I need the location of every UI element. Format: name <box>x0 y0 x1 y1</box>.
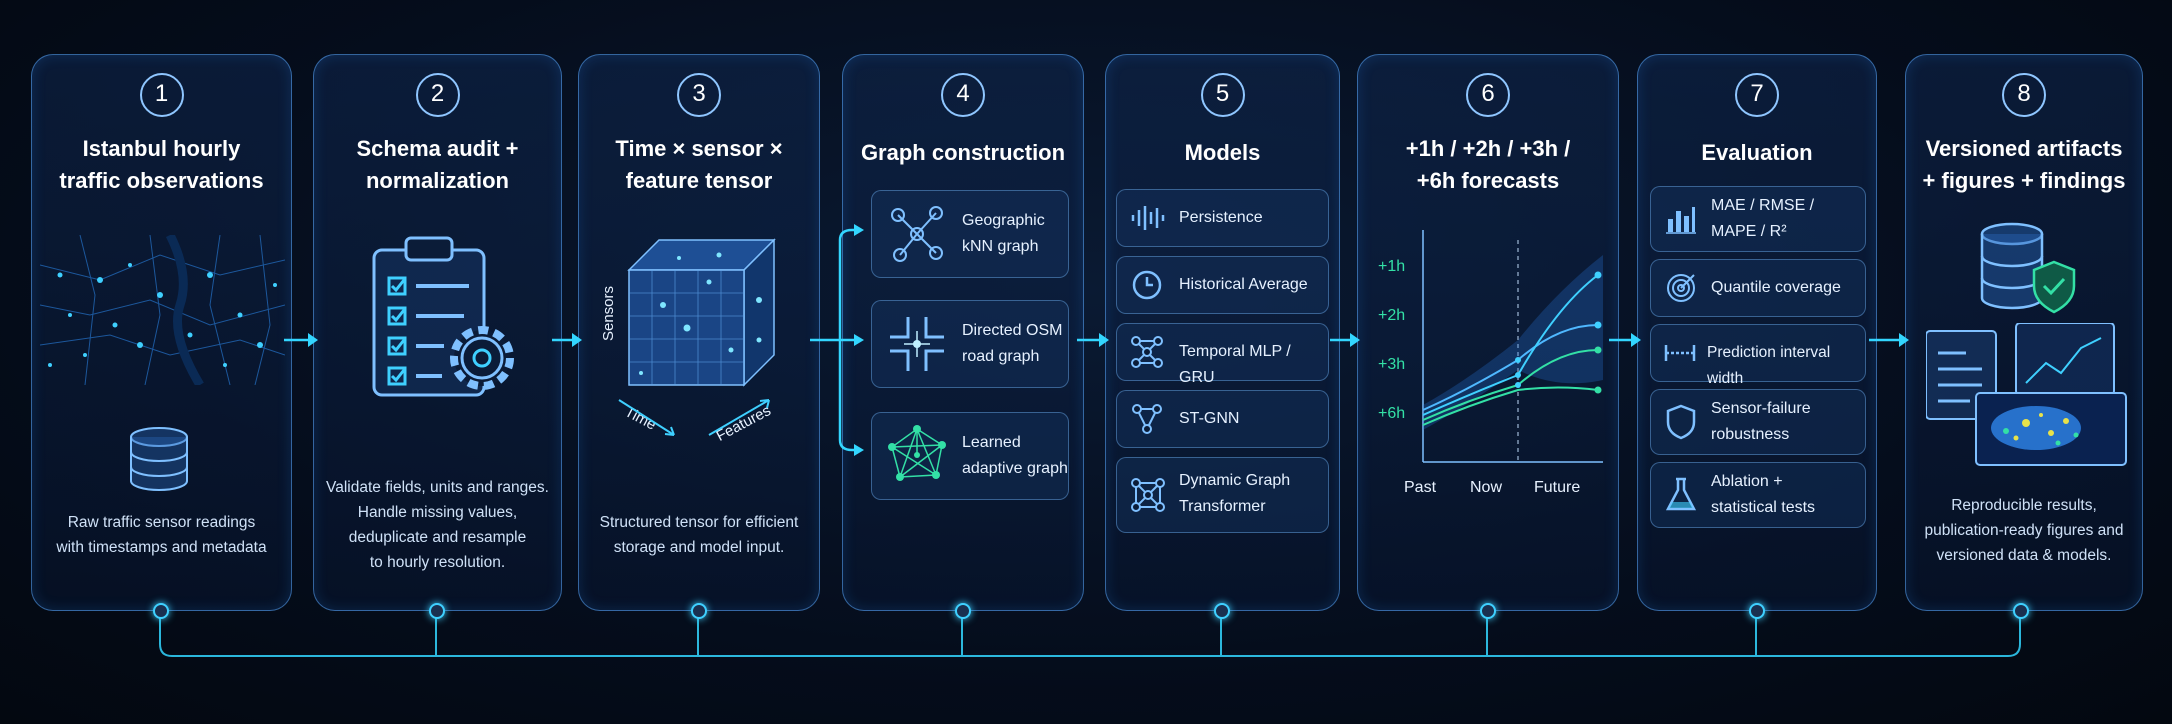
step-panel-8: 8 Versioned artifacts+ figures + finding… <box>1905 54 2143 611</box>
flow-arrow-2-3 <box>552 333 582 347</box>
connector-node <box>153 603 169 619</box>
step-number: 5 <box>1200 73 1245 117</box>
horizon-label: +3h <box>1378 356 1406 373</box>
metric-label: MAE / RMSE /MAPE / R² <box>1711 197 1815 240</box>
tensor-cube-icon <box>627 238 776 387</box>
metric-label: Prediction interval width <box>1707 344 1831 387</box>
step-number: 6 <box>1466 73 1510 117</box>
database-shield-icon <box>1980 222 2076 314</box>
step-panel-6: 6 +1h / +2h / +3h /+6h forecasts +1h +2h… <box>1357 54 1619 611</box>
metric-quantile-coverage: Quantile coverage <box>1650 259 1866 317</box>
connector-node <box>691 603 707 619</box>
step-number: 3 <box>677 73 721 117</box>
shield-icon <box>1666 404 1696 440</box>
step-number: 8 <box>2002 73 2046 117</box>
step-description: Validate fields, units and ranges.Handle… <box>326 479 549 571</box>
metric-label: Ablation +statistical tests <box>1711 473 1816 516</box>
model-label: Historical Average <box>1179 276 1308 293</box>
step-number: 1 <box>139 73 184 117</box>
connector-node <box>2013 603 2029 619</box>
road-graph-icon <box>890 317 944 371</box>
bottom-connector-bus <box>159 610 2021 657</box>
model-temporal-mlp-gru: Temporal MLP / GRU <box>1116 323 1329 386</box>
bar-chart-icon <box>1666 207 1696 234</box>
metric-ablation: Ablation +statistical tests <box>1650 462 1866 528</box>
flow-arrow-1-2 <box>284 333 318 347</box>
clock-icon <box>1132 270 1162 300</box>
flow-arrow-7-8 <box>1869 333 1909 347</box>
database-icon <box>130 427 188 491</box>
model-label: Temporal MLP / GRU <box>1179 343 1291 386</box>
interval-icon <box>1664 345 1696 361</box>
transformer-icon <box>1131 478 1165 512</box>
step-number: 2 <box>415 73 460 117</box>
step-title: Versioned artifacts+ figures + findings <box>1922 136 2126 193</box>
connector-node <box>955 603 971 619</box>
knn-graph-icon <box>891 206 943 262</box>
model-st-gnn: ST-GNN <box>1116 390 1329 448</box>
connector-node <box>1749 603 1765 619</box>
horizon-label: +1h <box>1378 258 1406 275</box>
x-label-past: Past <box>1404 479 1437 496</box>
model-label: ST-GNN <box>1179 410 1240 427</box>
connector-node <box>1480 603 1496 619</box>
model-label: Persistence <box>1179 209 1263 226</box>
connector-node <box>1214 603 1230 619</box>
metric-label: Quantile coverage <box>1711 279 1841 296</box>
step-title: Models <box>1184 140 1261 165</box>
step-description: Reproducible results,publication-ready f… <box>1924 497 2124 564</box>
step-number: 4 <box>941 73 985 117</box>
forecast-fan-chart-icon <box>1422 230 1603 463</box>
step-title: +1h / +2h / +3h /+6h forecasts <box>1405 136 1571 193</box>
gnn-icon <box>1132 404 1162 434</box>
step-panel-5: 5 Models Persistence Historical Average <box>1105 54 1340 611</box>
flow-arrow-5-6 <box>1330 333 1360 347</box>
step-number: 7 <box>1735 73 1779 117</box>
target-icon <box>1667 274 1695 302</box>
sensors-axis-label: Sensors <box>600 285 618 342</box>
step-title: Graph construction <box>860 140 1066 165</box>
checklist-gear-icon <box>372 236 514 397</box>
flow-arrow-6-7 <box>1609 333 1641 347</box>
metric-error: MAE / RMSE /MAPE / R² <box>1650 186 1866 252</box>
horizon-label: +2h <box>1378 307 1406 324</box>
tensor-axes-arrows <box>618 399 770 436</box>
step-panel-7: 7 Evaluation MAE / RMSE /MAPE / R² Quant… <box>1637 54 1877 611</box>
step-title: Schema audit +normalization <box>356 136 519 193</box>
x-label-future: Future <box>1534 479 1581 496</box>
step-title: Evaluation <box>1701 140 1813 165</box>
x-label-now: Now <box>1470 479 1503 496</box>
step-panel-3: 3 Time × sensor ×feature tensor Sensors … <box>578 54 820 611</box>
network-icon <box>1131 336 1163 368</box>
flask-icon <box>1665 477 1697 511</box>
horizon-label: +6h <box>1378 405 1406 422</box>
city-map-icon <box>40 235 285 385</box>
model-persistence: Persistence <box>1116 189 1329 247</box>
connector-node <box>429 603 445 619</box>
flow-arrow-4-5 <box>1077 333 1109 347</box>
metric-interval-width: Prediction interval width <box>1650 324 1866 387</box>
model-historical-average: Historical Average <box>1116 256 1329 314</box>
reports-figures-icon <box>1926 323 2127 466</box>
step-title: Time × sensor ×feature tensor <box>615 136 783 193</box>
waveform-icon <box>1131 206 1165 230</box>
flow-arrow-3-4 <box>810 224 864 456</box>
adaptive-graph-icon <box>888 425 946 481</box>
step-panel-2: 2 Schema audit +normalization Validate f… <box>313 54 562 611</box>
